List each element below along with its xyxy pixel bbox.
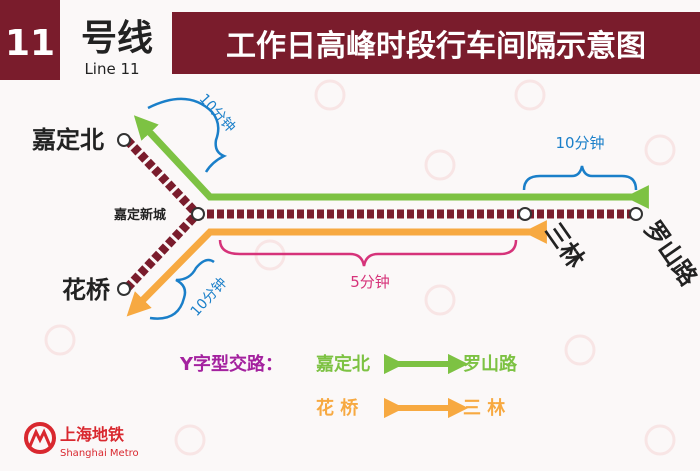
station-dot-jiading-north — [117, 133, 131, 147]
interval-east-end: 10分钟 — [555, 134, 604, 152]
legend-route1-from: 嘉定北 — [315, 353, 370, 375]
station-label-sanlin: 三林 — [539, 218, 589, 273]
logo-name-en: Shanghai Metro — [60, 448, 139, 459]
station-label-jiading-xincheng: 嘉定新城 — [113, 207, 166, 223]
header-banner-title: 工作日高峰时段行车间隔示意图 — [226, 29, 646, 64]
metro-logo-icon — [24, 422, 56, 454]
station-label-luoshanlu: 罗山路 — [638, 216, 700, 292]
line-number-box — [0, 0, 60, 80]
interval-main-orange: 5分钟 — [350, 273, 390, 291]
green-route-arrow — [133, 115, 649, 209]
brace-main-orange — [218, 239, 518, 267]
station-dot-sanlin — [518, 207, 532, 221]
track-north-branch — [123, 136, 201, 218]
interval-huaqiao-branch: 10分钟 — [187, 274, 230, 319]
shanghai-metro-logo: 上海地铁 Shanghai Metro — [24, 422, 139, 459]
header-banner — [172, 12, 700, 74]
station-label-jiading-north: 嘉定北 — [32, 126, 104, 154]
station-label-huaqiao: 花桥 — [62, 276, 111, 304]
legend-title: Y字型交路： — [179, 353, 283, 375]
legend-route1-to: 罗山路 — [463, 353, 518, 375]
station-markers — [117, 133, 643, 296]
legend-route2-from: 花 桥 — [316, 397, 359, 419]
line-number: 11 — [5, 23, 55, 64]
brace-north-branch — [147, 97, 228, 173]
logo-name-cn: 上海地铁 — [60, 425, 124, 444]
line-title-en: Line 11 — [84, 60, 139, 78]
brace-huaqiao-branch — [149, 258, 215, 320]
brace-east-end — [522, 165, 638, 191]
legend: Y字型交路： 嘉定北 罗山路 花 桥 三 林 — [179, 353, 518, 419]
station-dot-huaqiao — [117, 282, 131, 296]
station-dot-luoshanlu — [629, 207, 643, 221]
line-title-cn: 号线 — [81, 18, 153, 59]
station-dot-jiading-xincheng — [191, 207, 205, 221]
orange-route-arrow — [126, 220, 547, 317]
legend-route2-to: 三 林 — [463, 397, 505, 419]
